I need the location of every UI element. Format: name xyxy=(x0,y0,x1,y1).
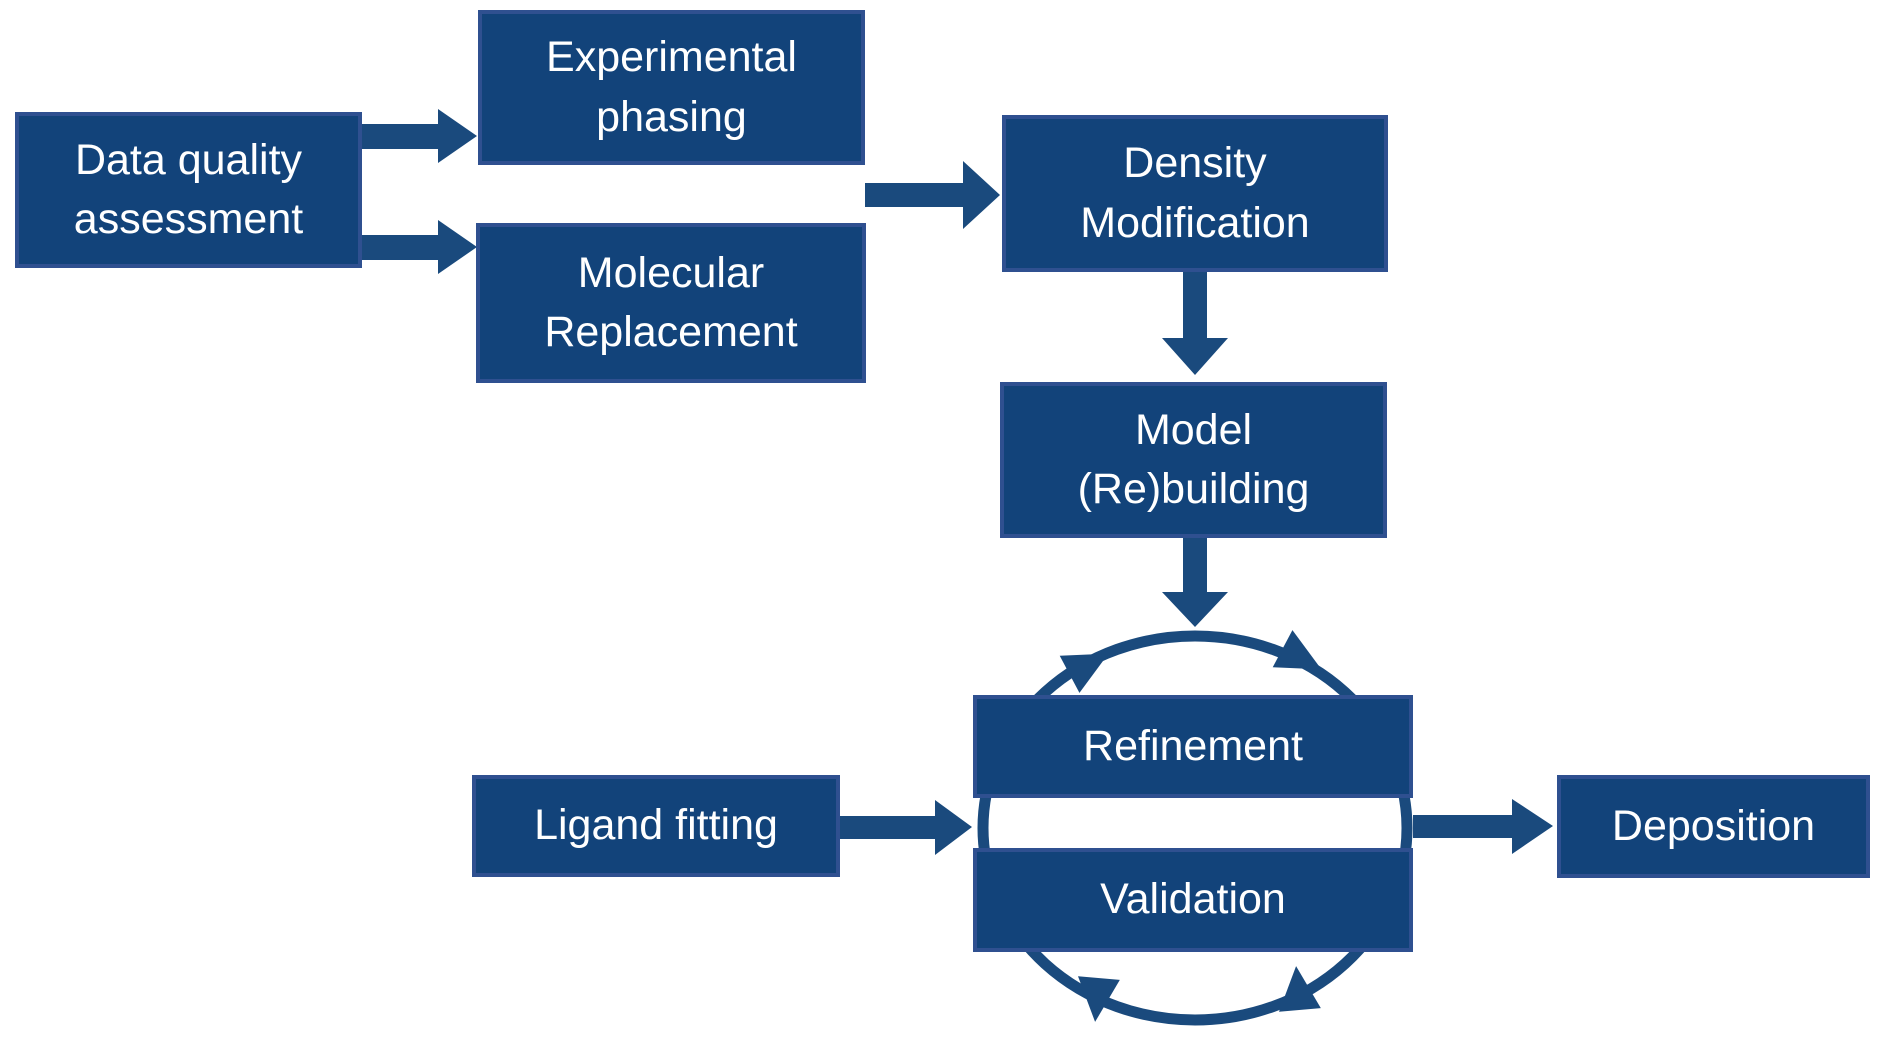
arrow-cycle-to-deposition xyxy=(1413,799,1553,854)
arrow-phasing-to-density xyxy=(865,161,1000,229)
node-model-rebuilding: Model (Re)building xyxy=(1000,382,1387,538)
node-ligand-fitting: Ligand fitting xyxy=(472,775,840,877)
node-validation: Validation xyxy=(973,848,1413,952)
arrow-dataquality-to-molecular xyxy=(362,220,477,274)
node-molecular-replacement: Molecular Replacement xyxy=(476,223,866,383)
node-refinement: Refinement xyxy=(973,695,1413,798)
node-experimental-phasing: Experimental phasing xyxy=(478,10,865,165)
arrow-model-to-cycle xyxy=(1162,538,1228,627)
node-data-quality-assessment: Data quality assessment xyxy=(15,112,362,268)
node-deposition: Deposition xyxy=(1557,775,1870,878)
cycle-arrowhead-top-left xyxy=(1059,653,1109,693)
cycle-arrowhead-bottom-left xyxy=(1077,976,1120,1022)
node-density-modification: Density Modification xyxy=(1002,115,1388,272)
arrow-ligand-to-cycle xyxy=(840,800,972,855)
arrow-dataquality-to-experimental xyxy=(362,109,477,163)
arrow-density-to-model xyxy=(1162,272,1228,375)
cycle-arrowhead-bottom-right xyxy=(1278,966,1321,1012)
cycle-arrowhead-top-right xyxy=(1272,630,1322,670)
cycle-ellipse xyxy=(977,630,1413,1026)
